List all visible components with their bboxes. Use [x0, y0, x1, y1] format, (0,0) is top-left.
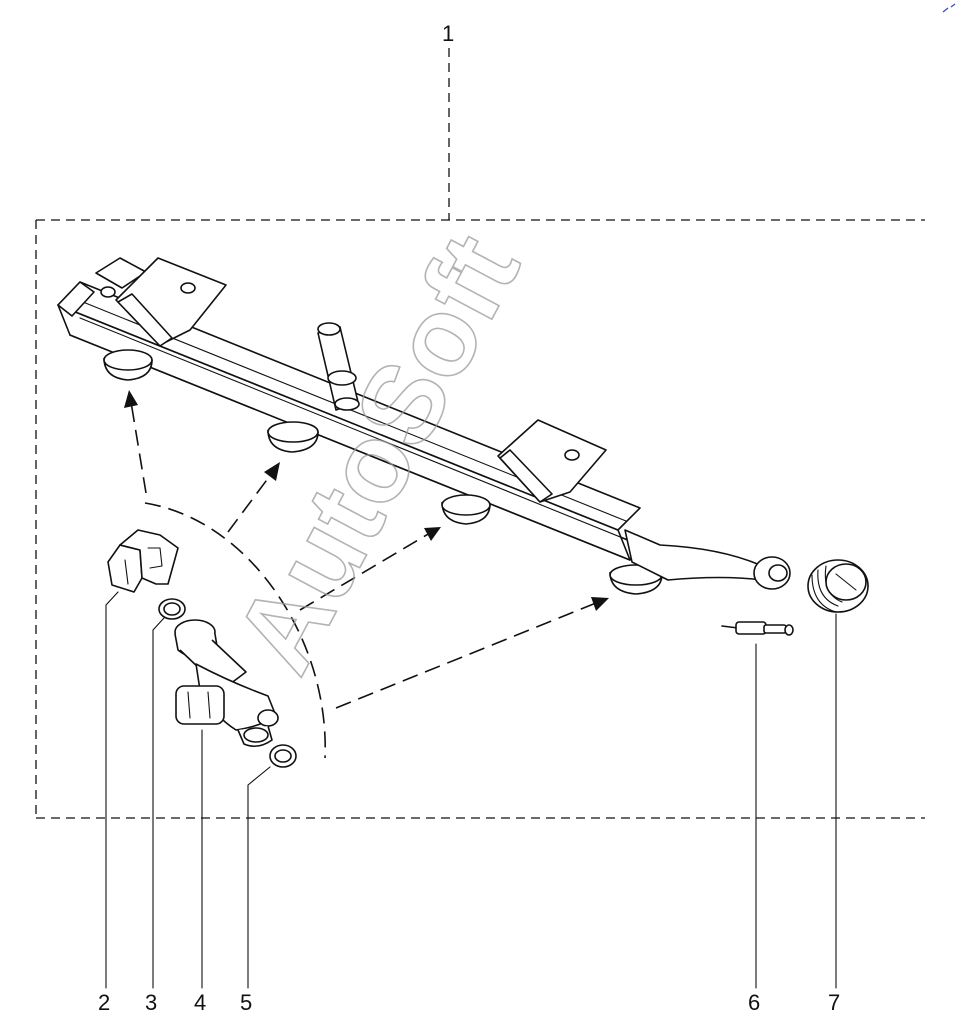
callout-7: 7 [828, 990, 840, 1015]
fuel-rail [57, 257, 791, 595]
callout-labels: 1 2 3 4 5 6 7 [98, 21, 840, 1015]
o-ring-upper [158, 598, 186, 620]
leader-5 [247, 766, 271, 989]
fuel-inlet-pipe [317, 322, 360, 411]
assembly-boundary [35, 219, 925, 819]
callout-2: 2 [98, 990, 110, 1015]
pressure-cap [807, 559, 869, 613]
valve-core [721, 621, 794, 636]
callout-3: 3 [145, 990, 157, 1015]
callout-1: 1 [442, 21, 454, 46]
callout-5: 5 [240, 990, 252, 1015]
leader-lines [105, 48, 837, 989]
return-pipe [624, 529, 791, 590]
retaining-clip [107, 529, 179, 593]
callout-4: 4 [194, 990, 206, 1015]
o-ring-lower [269, 744, 297, 768]
leader-3 [152, 617, 165, 989]
fuel-injector [174, 619, 279, 748]
assembly-arrows [124, 390, 609, 759]
corner-mark [942, 3, 956, 13]
leader-2 [105, 591, 119, 989]
callout-6: 6 [748, 990, 760, 1015]
